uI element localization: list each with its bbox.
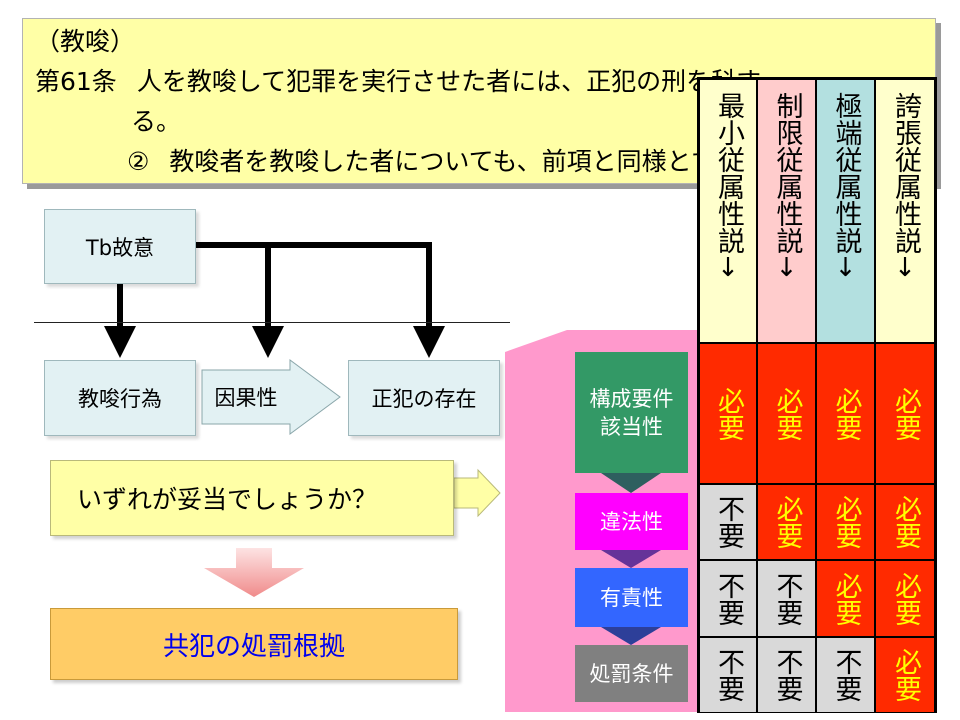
required-label: 必要 bbox=[830, 495, 862, 549]
statute-heading: （教唆） bbox=[35, 27, 136, 56]
not-required-label: 不要 bbox=[713, 648, 744, 702]
matrix-cell: 必要 bbox=[758, 485, 817, 561]
not-required-label: 不要 bbox=[771, 648, 803, 702]
matrix-cell: 必要 bbox=[876, 485, 934, 561]
matrix-cell: 必要 bbox=[876, 561, 934, 638]
theory-name: 最小従属性説 bbox=[713, 92, 744, 254]
required-label: 必要 bbox=[890, 495, 921, 549]
required-label: 必要 bbox=[713, 386, 744, 441]
down-arrow-icon: ↓ bbox=[775, 253, 798, 283]
requirement-elements: 構成要件 該当性 bbox=[575, 352, 688, 473]
matrix-cell: 必要 bbox=[817, 485, 876, 561]
statute-article-cont: る。 bbox=[131, 107, 182, 136]
matrix-cell: 不要 bbox=[700, 485, 758, 561]
requirement-elements-line2: 該当性 bbox=[600, 414, 663, 439]
arrow-to-instigation-icon bbox=[104, 326, 136, 358]
statute-article: 第61条人を教唆して犯罪を実行させた者には、正犯の刑を科す bbox=[35, 67, 761, 97]
statute-paragraph: ② 教唆者を教唆した者についても、前項と同様とする。 bbox=[127, 147, 766, 177]
matrix-cell: 不要 bbox=[817, 638, 876, 712]
not-required-label: 不要 bbox=[771, 571, 803, 626]
required-label: 必要 bbox=[830, 571, 862, 626]
instigation-box: 教唆行為 bbox=[44, 360, 196, 436]
matrix-cell: 必要 bbox=[758, 344, 817, 485]
paragraph-text: 教唆者を教唆した者についても、前項と同様とする。 bbox=[169, 147, 766, 176]
theory-header-3: 誇張従属性説↓ bbox=[876, 80, 934, 344]
arrow-to-principal-icon bbox=[413, 326, 445, 358]
not-required-label: 不要 bbox=[713, 495, 744, 549]
principal-box: 正犯の存在 bbox=[348, 360, 500, 436]
matrix-cell: 不要 bbox=[700, 638, 758, 712]
down-arrow-icon bbox=[204, 548, 304, 597]
down-arrow-icon: ↓ bbox=[834, 253, 857, 283]
not-required-label: 不要 bbox=[713, 571, 744, 626]
causation-arrow-shape bbox=[201, 359, 341, 435]
req-connector-3-icon bbox=[601, 627, 661, 645]
theory-name: 極端従属性説 bbox=[830, 92, 862, 254]
theory-table: 最小従属性説↓制限従属性説↓極端従属性説↓誇張従属性説↓必要必要必要必要不要必要… bbox=[697, 77, 937, 713]
requirement-culpability: 有責性 bbox=[575, 568, 688, 627]
matrix-cell: 必要 bbox=[817, 344, 876, 485]
down-arrow-icon: ↓ bbox=[717, 253, 739, 283]
theory-header-1: 制限従属性説↓ bbox=[758, 80, 817, 344]
required-label: 必要 bbox=[890, 648, 921, 702]
down-arrow-icon: ↓ bbox=[894, 253, 916, 283]
punishment-basis-box: 共犯の処罰根拠 bbox=[50, 608, 458, 680]
causation-label: 因果性 bbox=[214, 386, 278, 410]
matrix-cell: 必要 bbox=[817, 561, 876, 638]
theory-header-0: 最小従属性説↓ bbox=[700, 80, 758, 344]
article-text: 人を教唆して犯罪を実行させた者には、正犯の刑を科す bbox=[136, 67, 762, 96]
matrix-cell: 不要 bbox=[758, 638, 817, 712]
req-connector-2-icon bbox=[601, 550, 661, 568]
requirement-punishment-condition: 処罰条件 bbox=[575, 645, 688, 702]
intent-box: Tb故意 bbox=[44, 209, 196, 284]
theory-header-2: 極端従属性説↓ bbox=[817, 80, 876, 344]
required-label: 必要 bbox=[890, 386, 921, 441]
matrix-cell: 不要 bbox=[700, 561, 758, 638]
matrix-cell: 不要 bbox=[758, 561, 817, 638]
matrix-cell: 必要 bbox=[876, 344, 934, 485]
not-required-label: 不要 bbox=[830, 648, 862, 702]
requirement-illegality: 違法性 bbox=[575, 493, 688, 550]
horizontal-divider bbox=[34, 322, 510, 323]
theory-name: 誇張従属性説 bbox=[890, 92, 921, 254]
theory-name: 制限従属性説 bbox=[771, 92, 803, 254]
article-label: 第61条 bbox=[35, 67, 117, 96]
paragraph-marker: ② bbox=[127, 147, 150, 176]
arrow-to-causation-icon bbox=[252, 326, 284, 358]
matrix-cell: 必要 bbox=[876, 638, 934, 712]
required-label: 必要 bbox=[771, 386, 803, 441]
requirement-elements-line1: 構成要件 bbox=[589, 386, 674, 411]
req-connector-1-icon bbox=[601, 473, 661, 493]
required-label: 必要 bbox=[890, 571, 921, 626]
pink-funnel-shape bbox=[505, 330, 567, 712]
question-pointer-icon bbox=[453, 468, 501, 518]
matrix-cell: 必要 bbox=[700, 344, 758, 485]
required-label: 必要 bbox=[771, 495, 803, 549]
required-label: 必要 bbox=[830, 386, 862, 441]
question-box: いずれが妥当でしょうか？ bbox=[50, 460, 454, 536]
